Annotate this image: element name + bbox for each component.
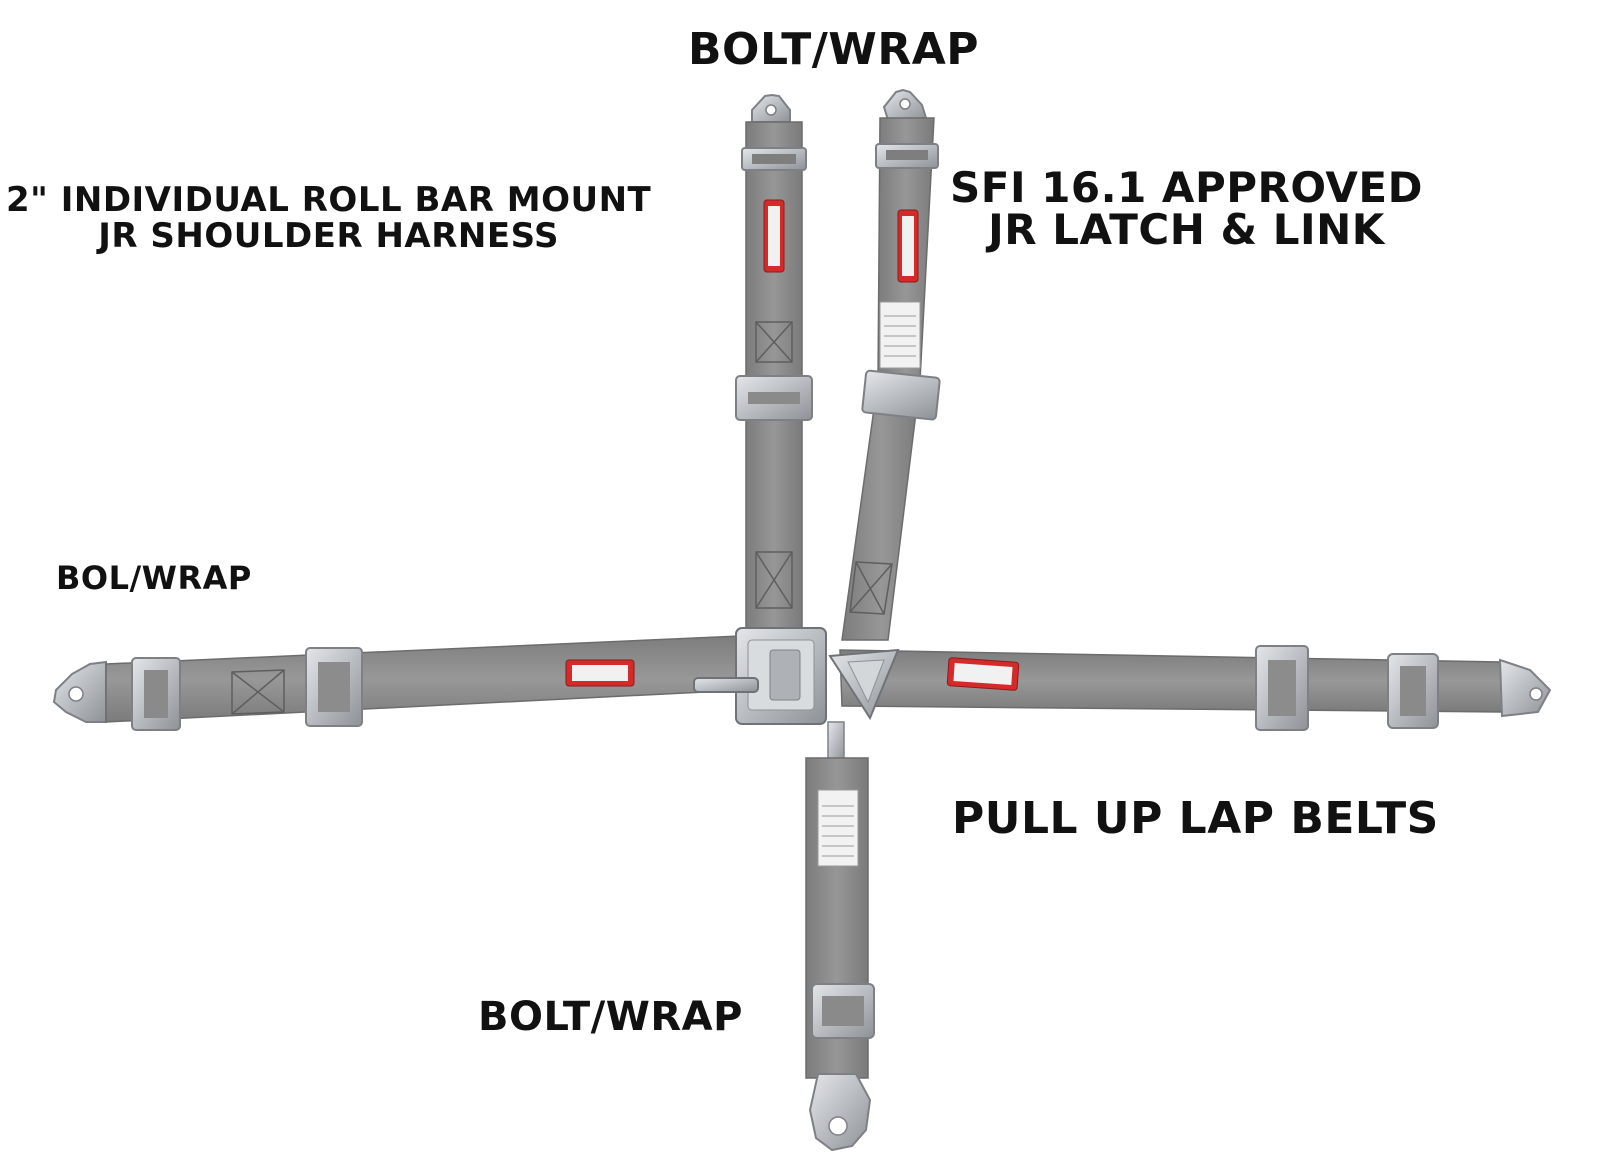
sfi-approved-line1: SFI 16.1 APPROVED (950, 163, 1423, 212)
top-bolt-wrap-label: BOLT/WRAP (688, 24, 979, 75)
stitch-box (755, 551, 793, 609)
roll-bar-mount-label: 2" INDIVIDUAL ROLL BAR MOUNT JR SHOULDER… (6, 183, 651, 253)
sfi-approved-line2: JR LATCH & LINK (988, 205, 1385, 254)
left-shoulder-strap (735, 93, 813, 643)
sfi-tag (817, 789, 859, 867)
sub-strap-bolt-tab (808, 1073, 872, 1152)
roll-bar-mount-line1: 2" INDIVIDUAL ROLL BAR MOUNT (6, 180, 652, 220)
sfi-approved-label: SFI 16.1 APPROVED JR LATCH & LINK (950, 167, 1423, 251)
stitch-box (849, 561, 893, 615)
bottom-bolt-wrap-label: BOLT/WRAP (478, 994, 743, 1040)
stitch-box (231, 669, 285, 715)
right-lap-belt (839, 645, 1552, 731)
left-bolt-wrap-label: BOL/WRAP (56, 559, 252, 597)
right-shoulder-buckle (861, 369, 941, 421)
latch-lever (693, 677, 759, 693)
right-shoulder-strap (841, 88, 941, 641)
sfi-tag (879, 301, 921, 369)
roll-bar-mount-line2: JR SHOULDER HARNESS (98, 216, 560, 256)
stitch-box (755, 321, 793, 363)
latch-and-link (693, 627, 900, 725)
right-lap-bolt-tab (1498, 658, 1552, 718)
pull-up-lap-belts-label: PULL UP LAP BELTS (952, 793, 1439, 844)
left-lap-belt (52, 635, 745, 731)
sub-strap (805, 721, 875, 1152)
